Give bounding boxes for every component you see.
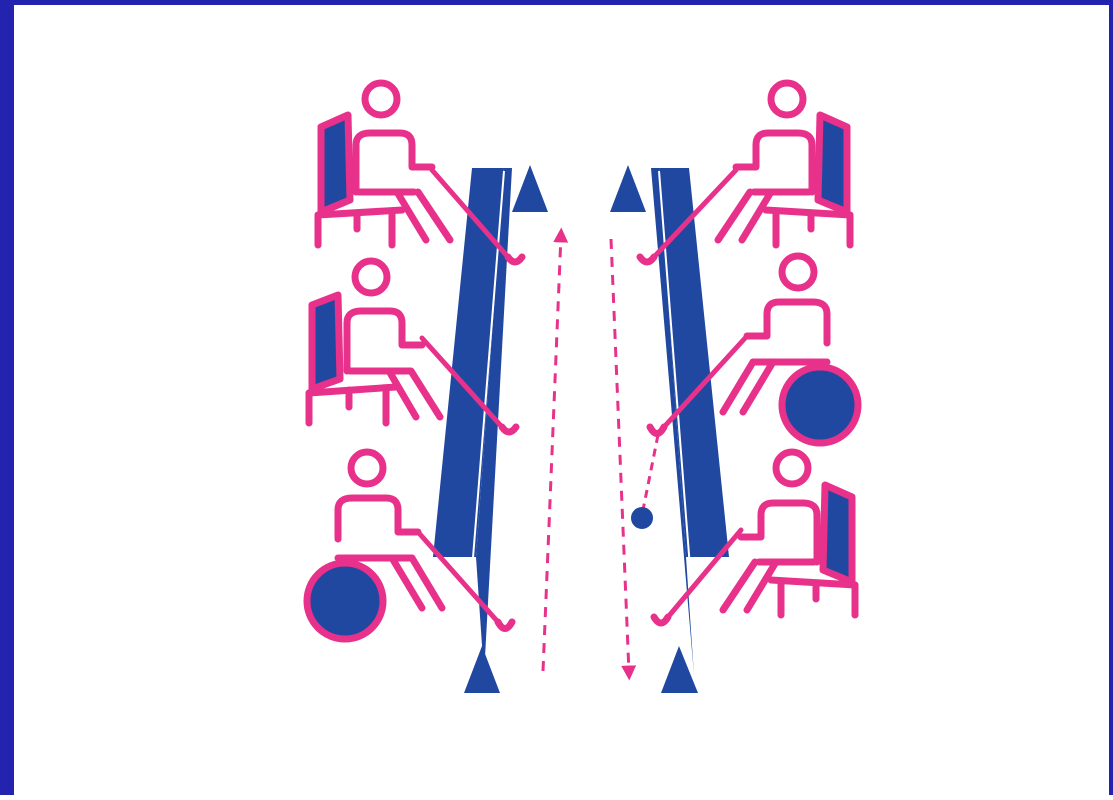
wheelchair-icon [307, 563, 383, 639]
right-board [651, 168, 729, 675]
cone-icon [610, 165, 646, 212]
wheelchair-icon [782, 367, 858, 443]
cone-icon [464, 646, 500, 693]
pass-arrow-down [611, 239, 629, 673]
pass-arrow-up [543, 235, 561, 671]
drill-diagram [14, 5, 1113, 800]
cone-icon [512, 165, 548, 212]
ball-path [643, 435, 658, 510]
ball-icon [631, 507, 653, 529]
